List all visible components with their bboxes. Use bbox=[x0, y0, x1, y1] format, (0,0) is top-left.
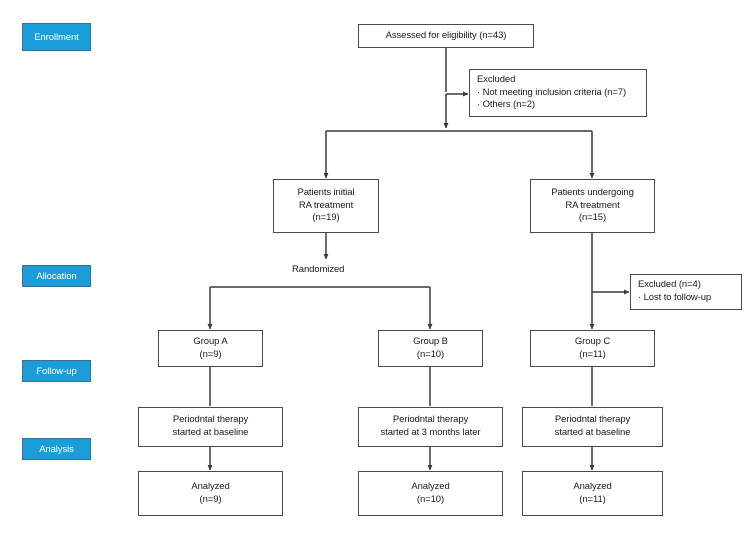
node-line: Periodntal therapy bbox=[172, 414, 249, 426]
stage-label-text: Enrollment bbox=[34, 31, 79, 43]
stage-label-allocation: Allocation bbox=[22, 265, 91, 287]
node-line: Analyzed bbox=[411, 480, 450, 492]
node-line: Group B bbox=[413, 335, 448, 347]
stage-label-text: Analysis bbox=[39, 443, 74, 455]
node-line: Group A bbox=[193, 335, 228, 347]
node-therapy-group-a: Periodntal therapy started at baseline bbox=[138, 407, 283, 447]
node-line: (n=11) bbox=[579, 348, 606, 360]
node-patients-undergoing-ra-treatment: Patients undergoing RA treatment (n=15) bbox=[530, 179, 655, 233]
node-group-b: Group B (n=10) bbox=[378, 330, 483, 367]
node-line: (n=15) bbox=[578, 212, 607, 224]
node-line: (n=10) bbox=[416, 348, 445, 360]
node-therapy-group-c: Periodntal therapy started at baseline bbox=[522, 407, 663, 447]
node-line: RA treatment bbox=[298, 199, 354, 211]
node-line: · Others (n=2) bbox=[477, 99, 535, 111]
node-line: · Lost to follow-up bbox=[638, 292, 712, 303]
node-line: (n=11) bbox=[579, 493, 606, 505]
label-randomized: Randomized bbox=[292, 264, 345, 275]
node-line: Periodntal therapy bbox=[554, 414, 631, 426]
node-line: (n=9) bbox=[199, 348, 222, 360]
node-line: Analyzed bbox=[191, 480, 230, 492]
node-line: started at 3 months later bbox=[380, 427, 481, 438]
node-excluded-lost-to-followup: Excluded (n=4) · Lost to follow-up bbox=[630, 274, 742, 310]
node-line: started at baseline bbox=[554, 427, 631, 438]
node-group-c: Group C (n=11) bbox=[530, 330, 655, 367]
stage-label-text: Follow-up bbox=[36, 365, 77, 377]
node-line: Periodntal therapy bbox=[392, 414, 469, 426]
node-line: · Not meeting inclusion criteria (n=7) bbox=[477, 86, 627, 98]
node-excluded-top: Excluded · Not meeting inclusion criteri… bbox=[469, 69, 647, 117]
node-patients-initial-ra-treatment: Patients initial RA treatment (n=19) bbox=[273, 179, 379, 233]
node-analyzed-group-c: Analyzed (n=11) bbox=[522, 471, 663, 516]
node-analyzed-group-b: Analyzed (n=10) bbox=[358, 471, 503, 516]
node-line: Excluded bbox=[477, 73, 516, 85]
stage-label-text: Allocation bbox=[36, 270, 77, 282]
node-line: (n=9) bbox=[199, 493, 222, 505]
stage-label-followup: Follow-up bbox=[22, 360, 91, 382]
node-line: Assessed for eligibility (n=43) bbox=[385, 29, 507, 41]
node-assessed-for-eligibility: Assessed for eligibility (n=43) bbox=[358, 24, 534, 48]
node-line: RA treatment bbox=[565, 199, 620, 211]
node-line: (n=19) bbox=[312, 212, 340, 224]
node-group-a: Group A (n=9) bbox=[158, 330, 263, 367]
node-line: started at baseline bbox=[172, 427, 249, 438]
node-line: Patients initial bbox=[297, 186, 355, 198]
node-line: Group C bbox=[574, 335, 611, 347]
node-line: (n=10) bbox=[416, 493, 445, 505]
stage-label-enrollment: Enrollment bbox=[22, 23, 91, 51]
node-analyzed-group-a: Analyzed (n=9) bbox=[138, 471, 283, 516]
node-therapy-group-b: Periodntal therapy started at 3 months l… bbox=[358, 407, 503, 447]
stage-label-analysis: Analysis bbox=[22, 438, 91, 460]
node-line: Analyzed bbox=[573, 480, 612, 492]
node-line: Patients undergoing bbox=[551, 186, 634, 198]
node-line: Excluded (n=4) bbox=[638, 279, 701, 291]
